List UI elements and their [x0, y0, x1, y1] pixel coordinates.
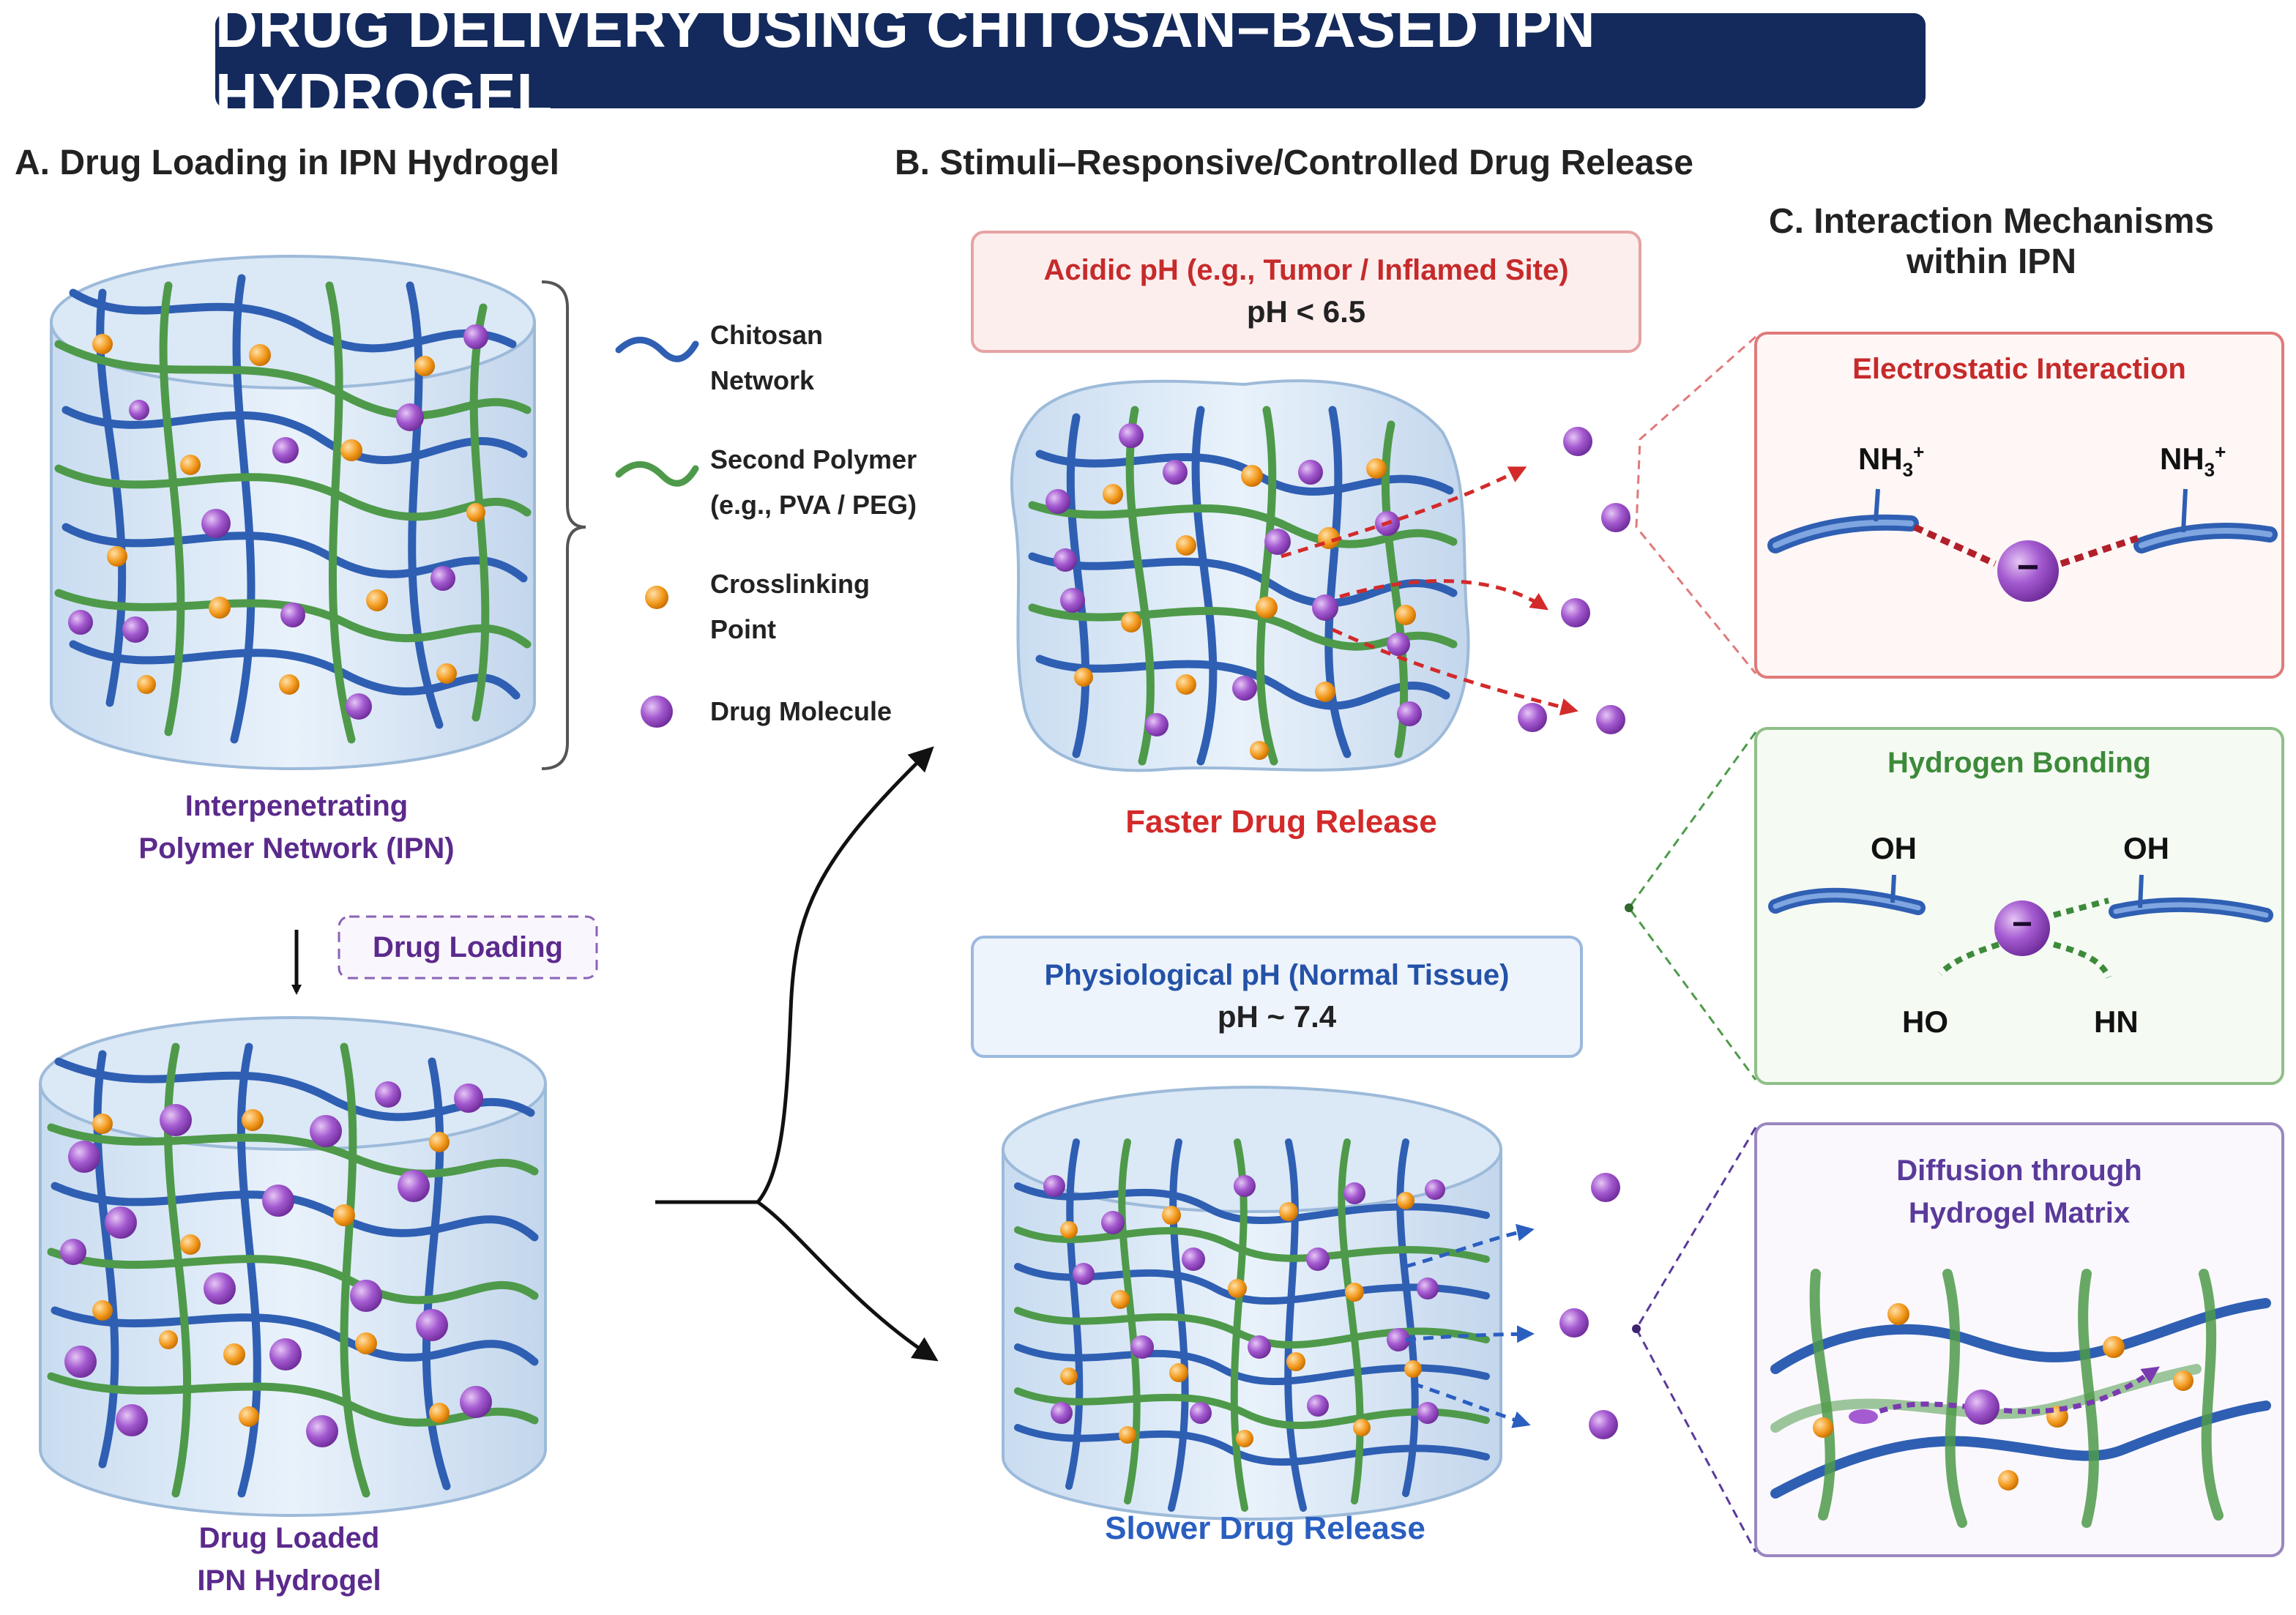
oh-right-label: OH [2123, 831, 2169, 865]
section-c-line2: within IPN [1906, 242, 2076, 281]
acidic-title: Acidic pH (e.g., Tumor / Inflamed Site) [1043, 254, 1569, 286]
diffusion-title-line2: Hydrogel Matrix [1908, 1197, 2131, 1229]
nh3-left-label: NH3+ [1858, 441, 1924, 481]
legend-drug: Drug Molecule [710, 696, 892, 726]
nh3-right-sup: + [2215, 441, 2226, 463]
section-b-heading: B. Stimuli–Responsive/Controlled Drug Re… [895, 143, 1693, 182]
acidic-gel [1010, 379, 1470, 772]
drug-loading-label: Drug Loading [373, 930, 563, 963]
legend-chitosan-line2: Network [710, 365, 815, 395]
loaded-label-line1: Drug Loaded [198, 1522, 380, 1554]
nh3-left-text: NH [1858, 441, 1903, 476]
hydrogen-connector [1628, 731, 1757, 1081]
slower-release-label: Slower Drug Release [1105, 1510, 1425, 1546]
hydrogen-title: Hydrogen Bonding [1887, 747, 2151, 779]
acidic-release-arrows [1281, 466, 1578, 716]
second-polymer-legend-icon [615, 460, 699, 487]
ipn-label: Interpenetrating Polymer Network (IPN) [132, 785, 461, 870]
legend-symbols [615, 336, 699, 728]
physiological-cylinder [1002, 1086, 1502, 1521]
physiological-box [971, 936, 1583, 1058]
nh3-right-sub: 3 [2204, 458, 2215, 481]
loaded-cylinder [39, 1016, 547, 1517]
ho-label: HO [1902, 1004, 1948, 1039]
crosslink-legend-icon [645, 586, 668, 609]
legend-crosslink-line2: Point [710, 614, 776, 644]
legend-chitosan-line1: Chitosan [710, 320, 824, 350]
nh3-left-sub: 3 [1902, 458, 1914, 481]
loaded-label-line2: IPN Hydrogel [197, 1564, 381, 1597]
legend-crosslink-line1: Crosslinking [710, 569, 871, 599]
diffusion-title-line1: Diffusion through [1896, 1155, 2142, 1187]
ipn-label-line2: Polymer Network (IPN) [138, 832, 455, 865]
nh3-left-sup: + [1913, 441, 1925, 463]
released-drugs-slow [1559, 1173, 1620, 1439]
drug-legend-icon [641, 695, 673, 728]
electrostatic-panel [1754, 332, 2284, 679]
hydrogen-graphic [1768, 874, 2273, 979]
nh3-right-label: NH3+ [2160, 441, 2226, 481]
hn-label: HN [2094, 1004, 2139, 1039]
loaded-label: Drug Loaded IPN Hydrogel [124, 1517, 454, 1602]
released-drugs-fast [1518, 427, 1630, 734]
legend-second-line2: (e.g., PVA / PEG) [710, 490, 917, 520]
diffusion-title: Diffusion through Hydrogel Matrix [1756, 1149, 2283, 1234]
section-a-heading: A. Drug Loading in IPN Hydrogel [15, 143, 559, 182]
drug-loading-box [338, 915, 598, 980]
acidic-value: pH < 6.5 [1246, 294, 1366, 329]
ipn-label-line1: Interpenetrating [184, 790, 409, 822]
physiological-box-text: Physiological pH (Normal Tissue) pH ~ 7.… [972, 937, 1581, 1056]
legend-second-polymer: Second Polymer (e.g., PVA / PEG) [710, 437, 917, 528]
ipn-cylinder [50, 255, 536, 770]
nh3-right-text: NH [2160, 441, 2204, 476]
acidic-box [971, 231, 1641, 353]
diffusion-connector [1635, 1127, 1757, 1553]
electrostatic-connector [1635, 335, 1757, 674]
branch-arrows [655, 746, 939, 1362]
physiological-release-arrows [1405, 1223, 1535, 1428]
electrostatic-title: Electrostatic Interaction [1852, 353, 2186, 385]
hydrogen-charge: − [2011, 905, 2033, 944]
oh-left-label: OH [1871, 831, 1917, 865]
acidic-box-text: Acidic pH (e.g., Tumor / Inflamed Site) … [972, 232, 1640, 351]
electrostatic-charge: − [2016, 546, 2040, 589]
physiological-title: Physiological pH (Normal Tissue) [1044, 959, 1510, 991]
legend-second-line1: Second Polymer [710, 444, 917, 474]
chitosan-legend-icon [615, 336, 699, 362]
electrostatic-graphic [1767, 488, 2278, 602]
legend-chitosan: Chitosan Network [710, 313, 823, 403]
diffusion-graphic [1770, 1269, 2271, 1528]
faster-release-label: Faster Drug Release [1125, 804, 1437, 840]
legend-brace [541, 280, 586, 770]
legend-crosslink: Crosslinking Point [710, 562, 870, 652]
section-c-line1: C. Interaction Mechanisms [1768, 202, 2215, 241]
physiological-value: pH ~ 7.4 [1217, 999, 1337, 1034]
section-c-heading: C. Interaction Mechanisms within IPN [1706, 201, 2277, 282]
